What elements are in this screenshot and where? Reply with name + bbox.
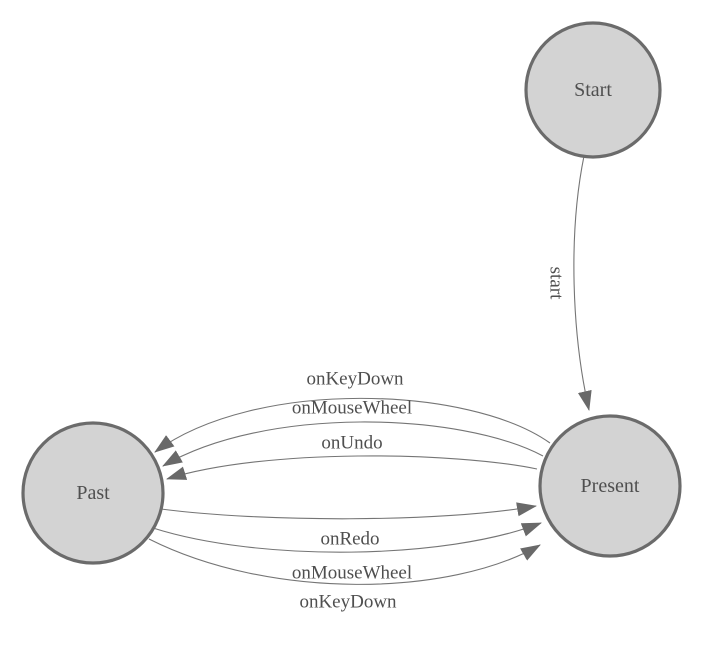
node-circle-past [21,421,165,565]
edge-present-to-past [166,455,538,480]
edge-label-onKeyDown: onKeyDown [306,369,404,390]
edge-past-to-present [148,538,541,585]
node-label-past: Past [76,482,110,504]
edges-layer [148,155,592,585]
edge-label-start: start [546,267,567,300]
node-start: Start [524,21,662,159]
edge-label-onMouseWheel: onMouseWheel [292,398,412,419]
node-circle-start [524,21,662,159]
node-label-present: Present [581,475,640,497]
node-past: Past [21,421,165,565]
node-present: Present [538,414,682,558]
node-circle-present [538,414,682,558]
edge-label-onKeyDown: onKeyDown [299,592,397,613]
edge-present-to-past [162,421,544,467]
edge-label-onUndo: onUndo [321,433,382,454]
edge-label-onMouseWheel: onMouseWheel [292,563,412,584]
edge-labels-layer: start onKeyDown onMouseWheel onUndo onRedo on… [292,267,567,613]
edge-label-onRedo: onRedo [320,529,379,550]
edge-past-to-present [160,502,537,520]
edge-start-to-present [573,155,592,411]
edge-present-to-past [154,397,551,453]
edge-past-to-present [152,522,542,553]
node-label-start: Start [574,79,612,101]
